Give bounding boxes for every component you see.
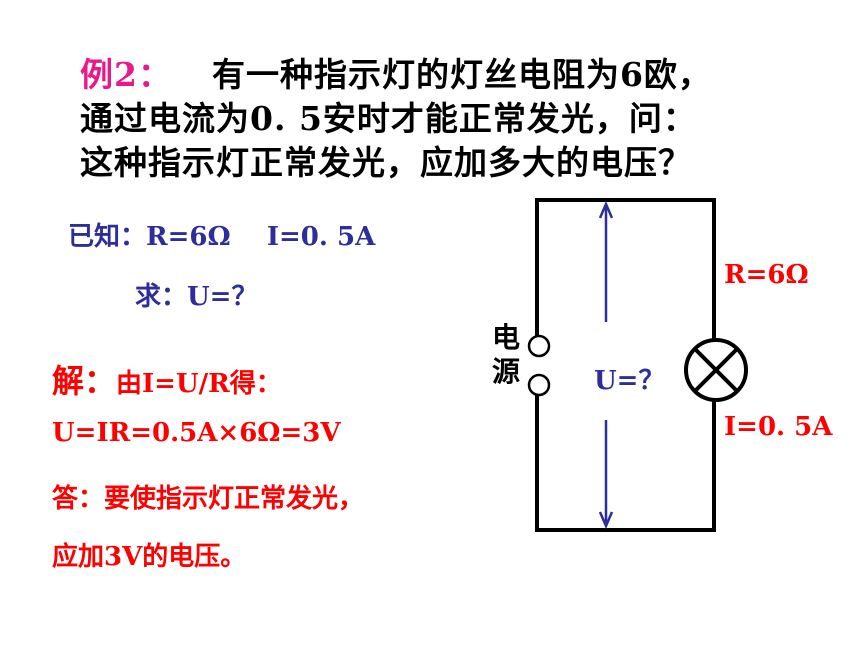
answer-line-2: 应加3V的电压。 [52, 542, 247, 572]
problem-line-3: 这种指示灯正常发光，应加多大的电压？ [80, 143, 692, 182]
source-label-1: 电 [492, 321, 521, 354]
current-label: I=0. 5A [724, 412, 833, 442]
source-terminal-top [527, 334, 551, 358]
voltage-label: U=？ [594, 366, 665, 396]
resistance-label: R=6Ω [724, 260, 809, 290]
problem-line-2: 通过电流为0. 5安时才能正常发光，问： [80, 99, 697, 138]
given-known: 已知：R=6Ω I=0. 5A [68, 222, 376, 252]
solution-calc: U=IR=0.5A×6Ω=3V [52, 418, 341, 448]
example-label: 例2： [80, 55, 172, 94]
solution-formula-line: 解：由I=U/R得： [52, 356, 282, 402]
source-label-2: 源 [492, 355, 521, 388]
problem-line-1: 例2： 有一种指示灯的灯丝电阻为6欧， [80, 48, 712, 96]
problem-text-1: 有一种指示灯的灯丝电阻为6欧， [211, 55, 712, 94]
answer-line-1: 答：要使指示灯正常发光， [52, 484, 365, 514]
solution-label: 解： [52, 362, 117, 400]
given-find: 求：U=？ [135, 282, 258, 312]
solution-formula: 由I=U/R得： [116, 369, 282, 399]
source-terminal-bottom [527, 373, 551, 397]
